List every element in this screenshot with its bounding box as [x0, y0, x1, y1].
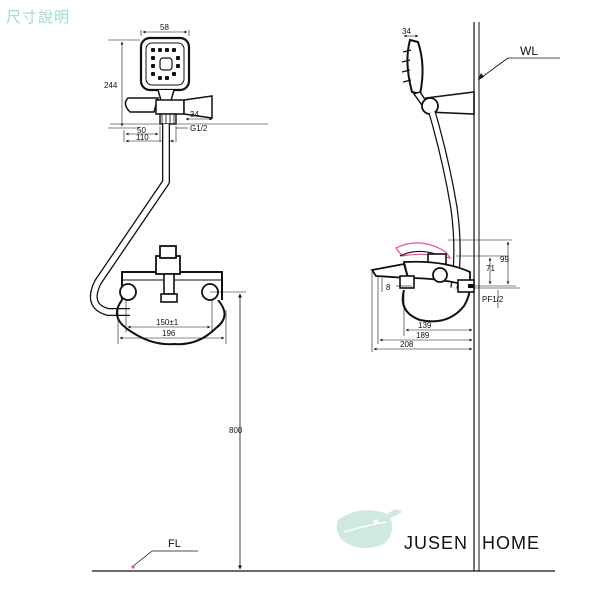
dim-800: 800 — [229, 426, 243, 435]
mixer-side — [370, 242, 475, 323]
floor-level-marker: FL — [131, 538, 198, 569]
dim-150: 150±1 — [156, 318, 179, 327]
wl-label: WL — [520, 44, 538, 58]
holder-depth-dimension: 34 — [185, 110, 213, 121]
dim-8: 8 — [386, 283, 391, 292]
shower-hose-side — [428, 110, 461, 289]
thread-dimension: G1/2 — [110, 123, 268, 133]
dim-58: 58 — [160, 23, 169, 32]
dim-side-34: 34 — [402, 27, 411, 36]
dim-99: 99 — [500, 255, 509, 264]
head-width-dimension: 58 — [140, 23, 190, 36]
dim-244: 244 — [104, 81, 118, 90]
depth-dimensions-side: 139 189 208 — [371, 272, 473, 352]
shower-hose-front — [89, 124, 170, 316]
shower-holder-side — [421, 91, 475, 115]
dim-g12: G1/2 — [190, 124, 208, 133]
dim-110: 110 — [136, 133, 149, 142]
shower-head-side — [401, 38, 429, 110]
wall-level-marker: WL — [477, 44, 560, 81]
dim-208: 208 — [400, 340, 414, 349]
fl-label: FL — [168, 538, 181, 550]
head-height-dimension: 244 — [104, 39, 140, 129]
shower-head-front — [139, 36, 191, 105]
dim-34: 34 — [190, 110, 199, 119]
dim-pf12: PF1/2 — [482, 295, 504, 304]
leaf-logo — [336, 509, 402, 549]
mount-height-dimension: 800 — [210, 291, 246, 570]
dim-189: 189 — [416, 331, 430, 340]
brand-name: JUSEN HOME — [404, 533, 541, 553]
side-head-dimension: 34 — [402, 27, 419, 38]
shower-holder-front — [124, 95, 213, 125]
dim-71: 71 — [486, 264, 495, 273]
dim-50: 50 — [137, 126, 146, 135]
page-title: 尺寸說明 — [6, 8, 71, 26]
height-dimensions-side: 99 71 — [448, 239, 516, 287]
inlet-dimension: PF1/2 — [474, 287, 520, 308]
spout-dimension: 8 — [381, 278, 412, 292]
mixer-front — [115, 245, 226, 346]
dim-196: 196 — [162, 329, 176, 338]
dim-139: 139 — [418, 321, 432, 330]
width-196-dimension: 196 — [117, 310, 227, 344]
centers-dimension: 150±1 — [125, 300, 213, 332]
